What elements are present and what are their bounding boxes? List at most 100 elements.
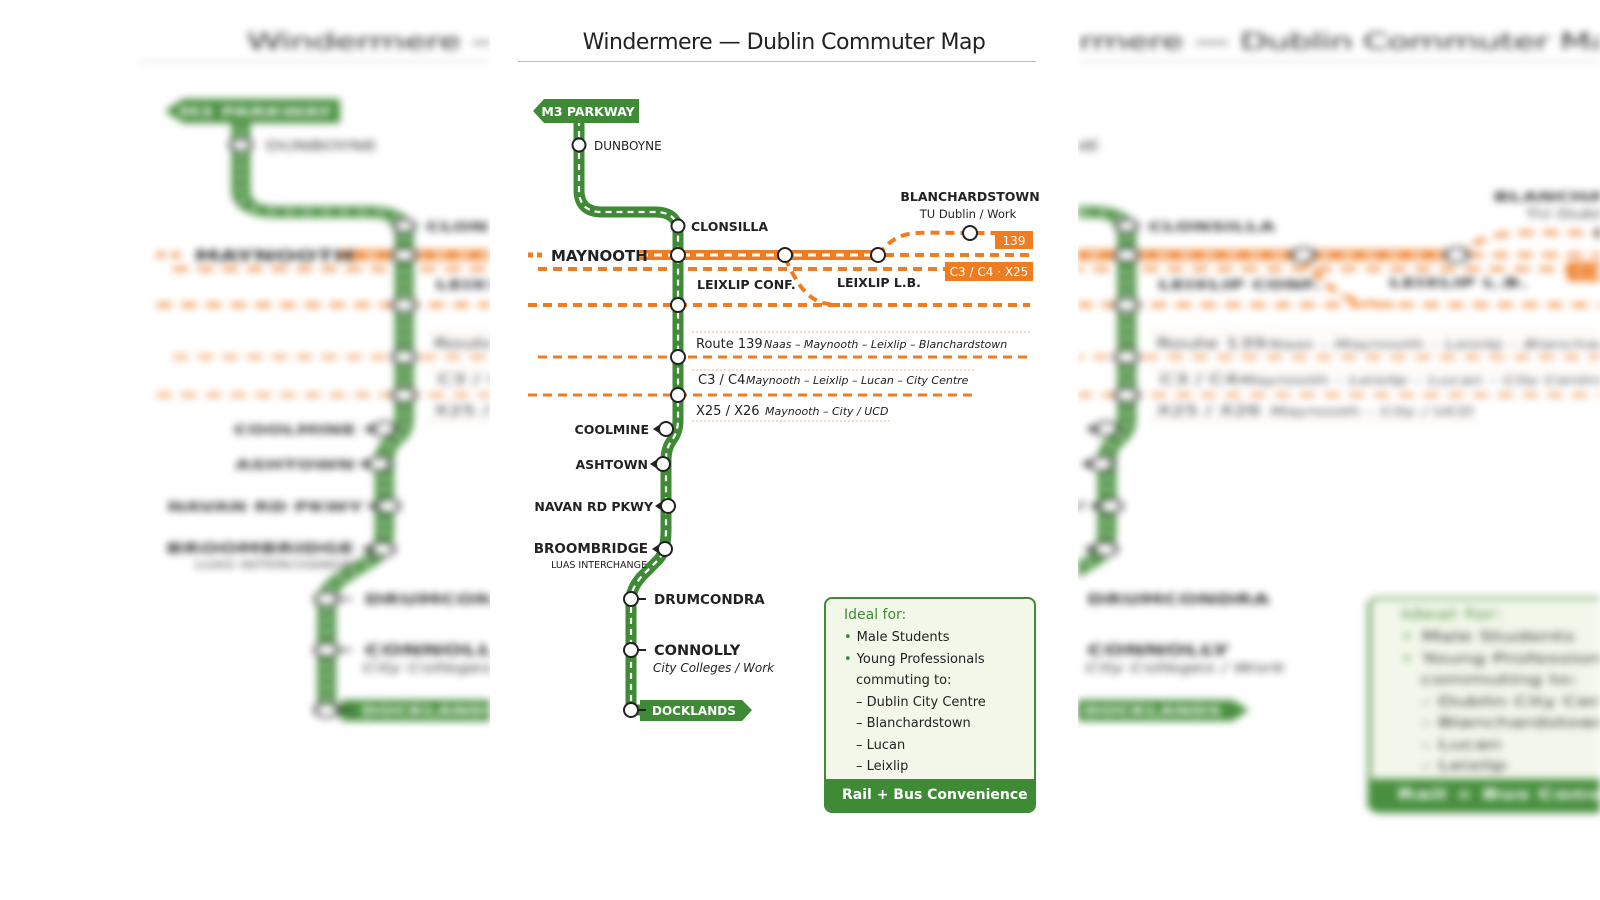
terminus-label: M3 PARKWAY: [179, 105, 334, 120]
station-ticks: [638, 598, 646, 711]
station-marker-clonsilla[interactable]: [391, 218, 417, 234]
blurred-map-copy: Windermere — Dublin Commuter Map: [0, 0, 490, 900]
pointer: [1088, 502, 1099, 510]
badge-139-label: 139: [1003, 234, 1026, 248]
route-139-branch: [876, 230, 995, 257]
station-label-dunboyne: DUNBOYNE: [594, 139, 662, 153]
stop-marker-leixlip-conf[interactable]: [777, 247, 793, 263]
terminus-flag: [1078, 700, 1249, 721]
station-marker-connolly[interactable]: [623, 642, 639, 658]
pointer: [652, 545, 658, 553]
interchange-marker[interactable]: [670, 297, 686, 313]
station-label-dunboyne: DUNBOYNE: [1078, 139, 1100, 153]
commuting-label: commuting to:: [1420, 673, 1578, 688]
station-marker-broombridge[interactable]: [369, 541, 396, 557]
station-marker-dunboyne[interactable]: [228, 137, 254, 153]
map-title: Windermere — Dublin Commuter Map: [1078, 30, 1600, 55]
station-marker-connolly[interactable]: [313, 642, 340, 658]
interchange-marker[interactable]: [670, 349, 686, 365]
station-marker-broombridge[interactable]: [657, 541, 673, 557]
interchange-marker[interactable]: [390, 297, 418, 313]
interchange-marker[interactable]: [390, 387, 418, 403]
route-desc: Naas – Maynooth – Leixlip – Blanchardsto…: [764, 338, 1007, 351]
terminus-label: M3 PARKWAY: [541, 104, 635, 119]
commuter-map-panel: Windermere — Dublin Commuter Map: [490, 0, 1078, 900]
ideal-for-list: •Male Students •Young Professionals comm…: [844, 627, 1034, 778]
badge-c3c4x25-bg: [1567, 262, 1600, 281]
stop-marker-leixlip-lb[interactable]: [1443, 247, 1470, 263]
station-marker-ashtown[interactable]: [655, 456, 671, 472]
interchange-marker[interactable]: [1113, 349, 1140, 365]
station-marker-clonsilla[interactable]: [670, 218, 686, 234]
station-marker-coolmine[interactable]: [1093, 421, 1121, 437]
station-marker-coolmine[interactable]: [371, 421, 398, 437]
badge-139-bg: [995, 231, 1033, 249]
destination-item: – Lucan: [856, 737, 906, 753]
station-marker-navan-rd[interactable]: [374, 498, 401, 514]
route-desc: Naas – Maynooth – Leixlip – Blanchardsto…: [1269, 338, 1600, 351]
route-badge-c3c4x25: C3 / C4 · X25: [945, 262, 1033, 281]
terminus-docklands[interactable]: DOCKLANDS: [1078, 700, 1249, 721]
station-label-navan-rd-pkwy: NAVAN RD PKWY: [534, 499, 654, 514]
blurred-backdrop-left: Windermere — Dublin Commuter Map: [0, 0, 490, 900]
terminus-docklands[interactable]: DOCKLANDS: [341, 700, 491, 721]
blurred-backdrop-right: Windermere — Dublin Commuter Map: [1078, 0, 1600, 900]
station-label-maynooth: MAYNOOTH: [195, 247, 355, 265]
station-marker-navan-rd[interactable]: [660, 498, 676, 514]
ideal-for-footer: Rail + Bus Convenience: [1370, 779, 1600, 811]
badge-c3c4x25-label: C3 / C4 · X25: [950, 265, 1029, 279]
stop-marker-blanchardstown[interactable]: [1595, 226, 1600, 240]
station-markers: [571, 137, 978, 718]
station-markers: [228, 137, 418, 718]
interchange-marker[interactable]: [1113, 297, 1140, 313]
terminus-label: DOCKLANDS: [652, 704, 736, 718]
ideal-for-footer: Rail + Bus Convenience: [826, 779, 1034, 811]
station-marker-broombridge[interactable]: [1092, 541, 1119, 557]
station-label-broombridge: BROOMBRIDGE: [534, 541, 648, 557]
station-marker-drumcondra[interactable]: [313, 591, 340, 607]
station-marker-ashtown[interactable]: [366, 456, 393, 472]
interchange-marker[interactable]: [670, 387, 686, 403]
ideal-for-text: Male Students: [856, 630, 950, 645]
station-marker-drumcondra[interactable]: [623, 591, 639, 607]
station-marker-navan-rd[interactable]: [1096, 498, 1124, 514]
station-marker-clonsilla[interactable]: [1114, 218, 1140, 234]
station-marker-docklands[interactable]: [623, 702, 639, 718]
route-code: X25 / X26: [696, 404, 760, 419]
ideal-for-heading: Ideal for:: [844, 607, 907, 623]
station-marker-coolmine[interactable]: [658, 421, 674, 437]
terminus-m3-parkway[interactable]: M3 PARKWAY: [164, 99, 340, 123]
stop-label-blanchardstown: BLANCHARDSTOWN: [900, 189, 1039, 204]
interchange-marker[interactable]: [1113, 387, 1140, 403]
station-marker-maynooth[interactable]: [1113, 247, 1140, 263]
station-label-ashtown: ASHTOWN: [235, 458, 355, 473]
station-sublabel-broombridge: LUAS INTERCHANGE: [551, 560, 647, 571]
terminus-docklands[interactable]: DOCKLANDS: [640, 700, 752, 721]
stop-marker-blanchardstown[interactable]: [962, 225, 978, 241]
station-marker-maynooth[interactable]: [670, 247, 686, 263]
station-marker-ashtown[interactable]: [1088, 456, 1116, 472]
ideal-for-text: Young Professionals: [856, 651, 985, 667]
pointer: [653, 425, 659, 433]
station-labels: DUNBOYNE CLONSILLA MAYNOOTH LEIXLIP CONF…: [166, 139, 490, 675]
route-desc: Maynooth – Leixlip – Lucan – City Centre: [746, 374, 969, 387]
terminus-m3-parkway[interactable]: M3 PARKWAY: [533, 99, 639, 123]
pointer: [1083, 545, 1094, 553]
stop-marker-leixlip-lb[interactable]: [870, 247, 886, 263]
interchange-marker[interactable]: [390, 349, 418, 365]
route-code: X25 / X26: [1156, 404, 1261, 419]
station-marker-dunboyne[interactable]: [571, 137, 587, 153]
rail-line: [231, 120, 490, 716]
station-labels: DUNBOYNE CLONSILLA MAYNOOTH LEIXLIP CONF…: [1078, 139, 1600, 675]
route-legend: Route 139 Naas – Maynooth – Leixlip – Bl…: [1156, 337, 1600, 419]
stop-marker-leixlip-conf[interactable]: [1290, 247, 1317, 263]
station-marker-maynooth[interactable]: [390, 247, 418, 263]
station-label-dunboyne: DUNBOYNE: [266, 139, 378, 153]
bullet-icon: •: [1400, 651, 1414, 667]
pointer: [1085, 425, 1096, 433]
station-marker-docklands[interactable]: [313, 702, 340, 718]
stop-label-leixlip-conf: LEIXLIP CONF.: [1158, 278, 1321, 293]
station-label-coolmine: COOLMINE: [575, 422, 649, 437]
station-label-drumcondra: DRUMCONDRA: [654, 592, 765, 608]
ideal-for-box: Ideal for: •Male Students •Young Profess…: [824, 597, 1036, 813]
